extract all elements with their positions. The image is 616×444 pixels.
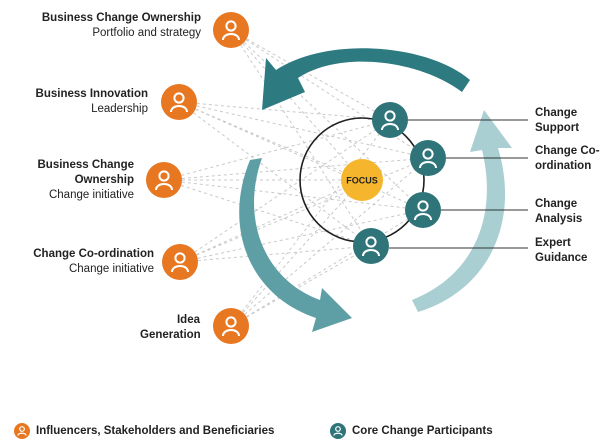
connector-line <box>178 101 424 211</box>
core-label-3: Expert Guidance <box>535 236 605 266</box>
connector-line <box>230 209 424 327</box>
cycle-arrow-dark <box>262 48 470 110</box>
legend-influencers: Influencers, Stakeholders and Beneficiar… <box>14 423 274 439</box>
influencer-label-2: Business Change Ownership Change initiat… <box>4 158 135 203</box>
connector-line <box>230 29 372 247</box>
core-label-0: Change Support <box>535 106 605 136</box>
influencer-subtitle: Leadership <box>91 103 148 115</box>
connector-line <box>178 101 391 121</box>
connector-line <box>163 157 429 181</box>
legend-influencers-label: Influencers, Stakeholders and Beneficiar… <box>36 425 275 437</box>
core-person-icon <box>372 102 408 138</box>
connector-lines <box>163 29 429 327</box>
influencer-label-3: Change Co-ordination Change initiative <box>33 247 154 277</box>
connector-line <box>163 179 424 211</box>
connector-line <box>230 29 391 121</box>
nodes: FOCUS <box>146 12 446 344</box>
influencer-person-icon <box>146 162 182 198</box>
connector-line <box>230 29 424 211</box>
influencer-subtitle: Change initiative <box>48 189 134 201</box>
core-person-icon <box>405 192 441 228</box>
core-title: Change Analysis <box>535 198 583 225</box>
influencer-title: Change Co-ordination <box>33 248 154 260</box>
connector-line <box>230 119 391 327</box>
connector-line <box>230 179 363 327</box>
influencer-label-1: Business Innovation Leadership <box>36 87 148 117</box>
influencer-subtitle: Portfolio and strategy <box>92 27 201 39</box>
core-label-2: Change Analysis <box>535 197 605 227</box>
influencer-person-icon <box>161 84 197 120</box>
cycle-arrows <box>239 48 512 332</box>
connector-line <box>230 29 429 159</box>
connector-line <box>179 245 372 263</box>
legend-core: Core Change Participants <box>330 423 493 439</box>
core-title: Expert Guidance <box>535 237 588 264</box>
cycle-arrow-light <box>412 110 512 312</box>
influencer-person-icon <box>162 244 198 280</box>
connector-line <box>163 179 372 247</box>
influencer-title: Business Change Ownership <box>41 12 201 24</box>
core-title: Change Co-ordination <box>535 145 600 172</box>
person-icon <box>14 423 30 439</box>
focus-node: FOCUS <box>341 159 383 201</box>
cycle-arrow-mid <box>239 158 352 332</box>
core-title: Change Support <box>535 107 580 134</box>
connector-line <box>230 245 372 327</box>
legend-core-label: Core Change Participants <box>352 425 493 437</box>
connector-line <box>178 101 372 247</box>
influencer-person-icon <box>213 308 249 344</box>
core-label-lines <box>389 119 528 249</box>
connector-line <box>163 119 391 181</box>
influencer-title: Business Change Ownership <box>37 159 135 186</box>
influencer-label-0: Business Change Ownership Portfolio and … <box>42 11 201 41</box>
influencer-person-icon <box>213 12 249 48</box>
connector-line <box>230 157 429 327</box>
core-person-icon <box>410 140 446 176</box>
core-person-icon <box>353 228 389 264</box>
connector-line <box>178 101 429 159</box>
influencer-title: Business Innovation <box>35 88 148 100</box>
influencer-subtitle: Change initiative <box>68 263 154 275</box>
connector-line <box>179 157 429 263</box>
influencer-title: Idea Generation <box>140 314 201 341</box>
focus-label: FOCUS <box>346 176 378 186</box>
core-label-1: Change Co-ordination <box>535 144 615 174</box>
influencer-label-4: Idea Generation <box>140 313 201 343</box>
person-icon <box>330 423 346 439</box>
connector-line <box>179 119 391 263</box>
